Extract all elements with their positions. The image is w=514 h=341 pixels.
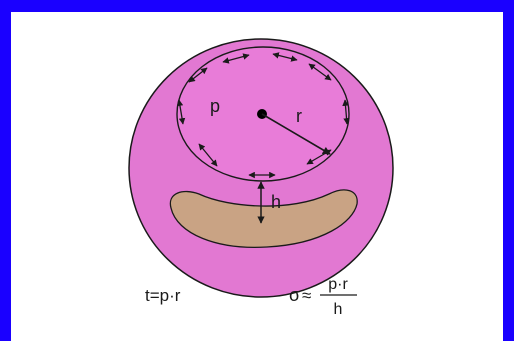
white-panel: p r h t=p·r σ ≈ p·r h xyxy=(11,12,503,341)
label-pressure: p xyxy=(210,96,220,116)
formula-numerator: p·r xyxy=(328,276,348,293)
label-thickness: h xyxy=(271,192,281,212)
pressure-vessel-diagram: p r h t=p·r σ ≈ p·r h xyxy=(11,12,503,341)
formula-denominator: h xyxy=(334,301,343,318)
formula-tension: t=p·r xyxy=(145,286,181,305)
label-radius: r xyxy=(296,106,302,126)
formula-stress-symbol: σ xyxy=(289,285,300,305)
formula-approx-sign: ≈ xyxy=(302,286,311,305)
